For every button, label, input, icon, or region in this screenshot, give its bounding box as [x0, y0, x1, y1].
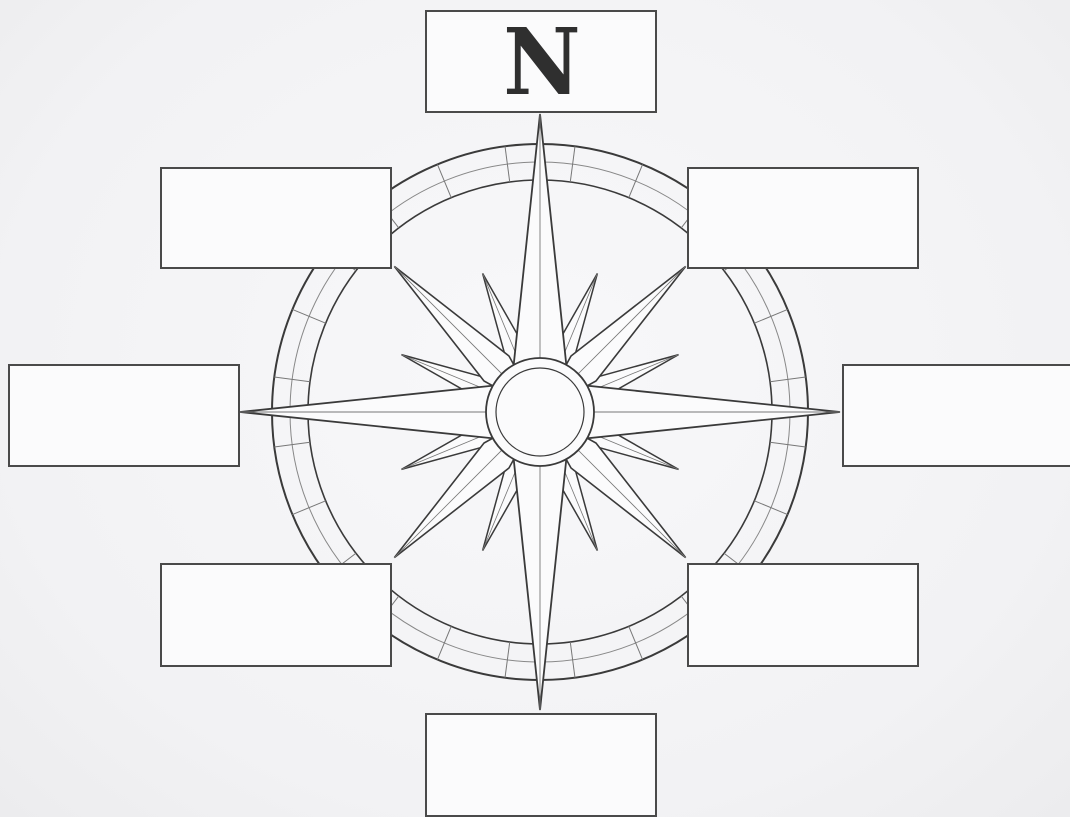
north-label-box: N	[425, 10, 657, 113]
northeast-label-box	[687, 167, 919, 269]
ring-tick	[292, 501, 325, 515]
southeast-label-box	[687, 563, 919, 667]
south-label-box	[425, 713, 657, 817]
ring-tick	[754, 309, 787, 323]
ring-tick	[437, 626, 451, 659]
north-label: N	[503, 16, 579, 108]
ring-tick	[629, 164, 643, 197]
hub-disc	[486, 358, 594, 466]
ring-tick	[437, 164, 451, 197]
northwest-label-box	[160, 167, 392, 269]
west-label-box	[8, 364, 240, 467]
ring-tick	[754, 501, 787, 515]
ring-tick	[292, 309, 325, 323]
southwest-label-box	[160, 563, 392, 667]
ring-tick	[629, 626, 643, 659]
east-label-box	[842, 364, 1070, 467]
